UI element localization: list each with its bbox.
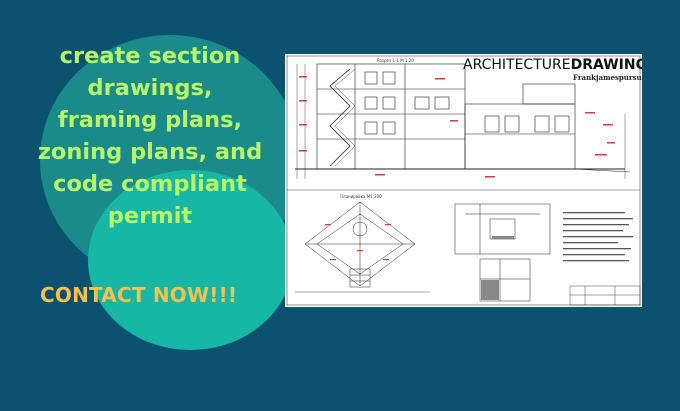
drawing-title-light: ARCHITECTURE — [463, 57, 571, 73]
headline-line: zoning plans, and — [37, 139, 263, 165]
drawing-linework — [286, 55, 641, 306]
decorative-circle-small — [88, 170, 293, 350]
headline-line: permit — [107, 203, 193, 229]
drawing-title: ARCHITECTUREDRAWING — [463, 57, 642, 73]
headline-line: framing plans, — [57, 107, 243, 133]
contact-now-cta[interactable]: CONTACT NOW!!! — [40, 283, 238, 307]
headline-line: create section — [59, 43, 241, 69]
drawing-author: Frankjamespursu — [573, 73, 642, 82]
architecture-drawing-sheet: ARCHITECTUREDRAWING Frankjamespursu Разр… — [285, 54, 642, 307]
plan-label: Планировка М1:200 — [340, 194, 382, 199]
section-label: Разрез 1-1 М 1:20 — [377, 58, 414, 63]
headline-line: drawings, — [87, 75, 213, 101]
drawing-title-bold: DRAWING — [570, 57, 642, 73]
headline-line: code compliant — [53, 171, 247, 197]
headline: create section drawings, framing plans, … — [30, 40, 270, 232]
